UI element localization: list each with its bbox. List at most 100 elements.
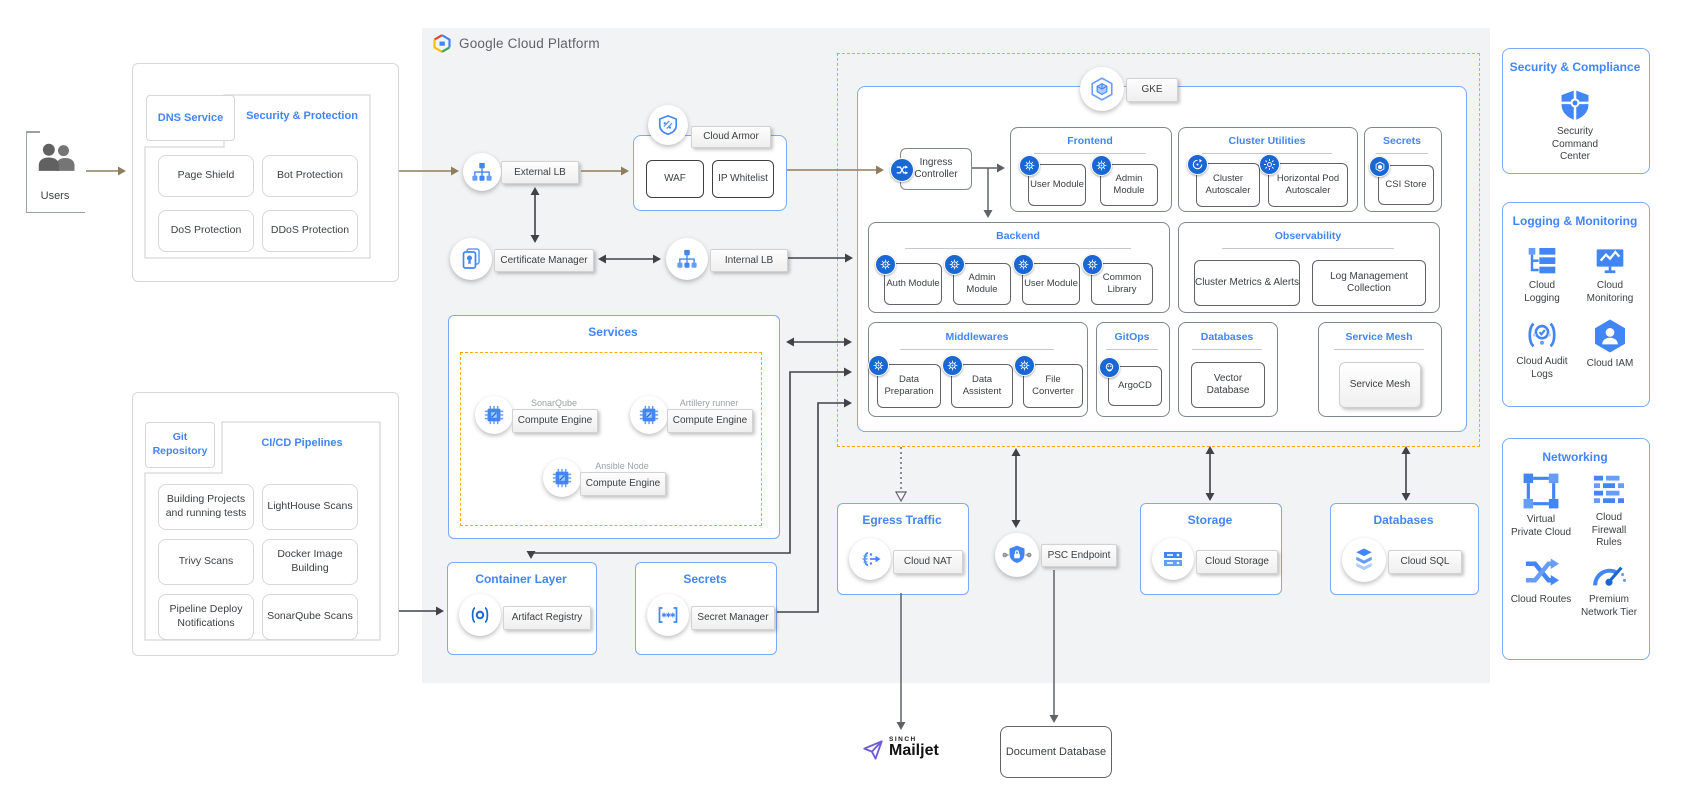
- node-label: IP Whitelist: [718, 173, 768, 184]
- node-trivy-scans: Trivy Scans: [158, 539, 254, 585]
- mailjet-logo: SINCH Mailjet: [862, 736, 939, 761]
- psc-endpoint-chip: PSC Endpoint: [1041, 544, 1117, 567]
- gitops-title: GitOps: [1114, 331, 1150, 343]
- gke-icon: [1080, 67, 1124, 111]
- node-ddos-protection: DDoS Protection: [262, 210, 358, 252]
- secret-manager-label: Secret Manager: [697, 612, 769, 624]
- node-log-management: Log Management Collection: [1312, 260, 1426, 306]
- node-vector-database: Vector Database: [1191, 362, 1265, 408]
- node-ingress-controller: Ingress Controller: [900, 148, 972, 190]
- node-lighthouse-scans: LightHouse Scans: [262, 484, 358, 530]
- node-label: WAF: [664, 173, 686, 184]
- mailjet-label: Mailjet: [889, 742, 939, 759]
- external-lb-icon: [463, 153, 501, 191]
- node-label: Data Preparation: [884, 374, 934, 397]
- cicd-outline: [144, 421, 381, 641]
- dns-service-tab: DNS Service: [146, 95, 235, 141]
- panel-item-label: Security Command Center: [1551, 126, 1599, 162]
- instance-name: Artillery runner: [679, 398, 739, 408]
- gcp-logo-icon: [432, 34, 452, 53]
- certificate-manager-icon: [450, 238, 492, 280]
- ingress-icon: [890, 158, 914, 182]
- premium-network-tier-icon: [1589, 556, 1629, 590]
- helm-icon: [1091, 155, 1112, 176]
- node-label: Data Assistent: [962, 374, 1002, 397]
- psc-endpoint-label: PSC Endpoint: [1047, 549, 1111, 561]
- service-mesh-title: Service Mesh: [1345, 331, 1413, 343]
- helm-icon: [944, 254, 965, 275]
- node-document-database: Document Database: [1000, 726, 1112, 778]
- middlewares-divider: [900, 349, 1054, 350]
- node-label: Bot Protection: [277, 169, 343, 182]
- users-frame-tick: [26, 131, 40, 133]
- backend-title: Backend: [996, 230, 1040, 242]
- node-pipeline-deploy: Pipeline Deploy Notifications: [158, 594, 254, 640]
- gcp-brand-label: Google Cloud Platform: [459, 36, 600, 51]
- git-repository-label: Git Repository: [152, 431, 208, 457]
- node-auth-module: Auth Module: [884, 263, 942, 305]
- gitops-divider: [1106, 349, 1158, 350]
- cloud-sql-chip: Cloud SQL: [1388, 550, 1462, 574]
- users-frame: [26, 131, 85, 213]
- node-label: Building Projects and running tests: [165, 493, 247, 519]
- helm-icon: [875, 254, 896, 275]
- dns-service-label: DNS Service: [157, 111, 224, 124]
- gke-databases-title: Databases: [1200, 331, 1254, 343]
- cloud-nat-icon: [849, 538, 891, 580]
- compute-engine-chip: Compute Engine: [667, 409, 753, 433]
- node-data-preparation: Data Preparation: [877, 364, 941, 408]
- node-label: SonarQube Scans: [267, 610, 353, 623]
- node-label: Auth Module: [886, 278, 940, 290]
- logging-monitoring-panel: [1502, 202, 1650, 407]
- vpc-icon: [1522, 472, 1560, 510]
- node-label: Document Database: [1005, 745, 1107, 758]
- panel-item-firewall: Cloud Firewall Rules: [1578, 472, 1640, 550]
- panel-item-cloud-monitoring: Cloud Monitoring: [1578, 244, 1642, 305]
- node-label: DoS Protection: [170, 224, 242, 237]
- cloud-storage-icon: [1152, 538, 1194, 580]
- panel-item-label: Cloud IAM: [1586, 358, 1634, 369]
- panel-item-label: Cloud Monitoring: [1586, 280, 1634, 304]
- cloud-routes-icon: [1521, 554, 1561, 590]
- node-label: Trivy Scans: [178, 555, 234, 568]
- networking-panel: [1502, 438, 1650, 660]
- instance-name: SonarQube: [530, 398, 578, 408]
- git-repository-tab: Git Repository: [145, 422, 215, 468]
- services-dashed-zone: [460, 352, 762, 526]
- helm-icon: [1082, 254, 1103, 275]
- networking-title: Networking: [1542, 450, 1608, 464]
- storage-title: Storage: [1187, 513, 1233, 527]
- cloud-iam-icon: [1592, 318, 1628, 354]
- node-hpa: Horizontal Pod Autoscaler: [1268, 163, 1348, 207]
- node-label: User Module: [1024, 278, 1078, 290]
- psc-endpoint-icon: [995, 533, 1039, 577]
- frontend-title: Frontend: [1067, 135, 1113, 147]
- artifact-registry-label: Artifact Registry: [511, 612, 583, 624]
- node-label: DDoS Protection: [270, 224, 350, 237]
- egress-traffic-title: Egress Traffic: [862, 513, 942, 527]
- node-data-assistent: Data Assistent: [951, 364, 1013, 408]
- csi-store-icon: [1369, 156, 1390, 177]
- node-label: File Converter: [1032, 374, 1074, 397]
- observability-divider: [1222, 248, 1394, 249]
- cloud-armor-chip: Cloud Armor: [691, 126, 771, 148]
- node-label: ArgoCD: [1118, 380, 1152, 392]
- cluster-utilities-divider: [1202, 153, 1332, 154]
- cloud-logging-icon: [1526, 244, 1558, 276]
- gke-databases-divider: [1192, 349, 1262, 350]
- node-building-projects: Building Projects and running tests: [158, 484, 254, 530]
- helm-icon: [1019, 155, 1040, 176]
- cloud-firewall-icon: [1591, 472, 1627, 508]
- helm-icon: [1013, 254, 1034, 275]
- helm-icon: [868, 355, 889, 376]
- node-label: Service Mesh: [1349, 378, 1411, 390]
- internal-lb-icon: [666, 238, 708, 280]
- logging-monitoring-title: Logging & Monitoring: [1512, 214, 1638, 228]
- security-protection-title: Security & Protection: [246, 110, 358, 122]
- node-label: Log Management Collection: [1330, 270, 1408, 295]
- autoscaler-icon: [1187, 154, 1208, 175]
- panel-item-cloud-routes: Cloud Routes: [1510, 554, 1572, 607]
- external-lb-chip: External LB: [501, 161, 579, 184]
- cicd-title: CI/CD Pipelines: [261, 437, 343, 449]
